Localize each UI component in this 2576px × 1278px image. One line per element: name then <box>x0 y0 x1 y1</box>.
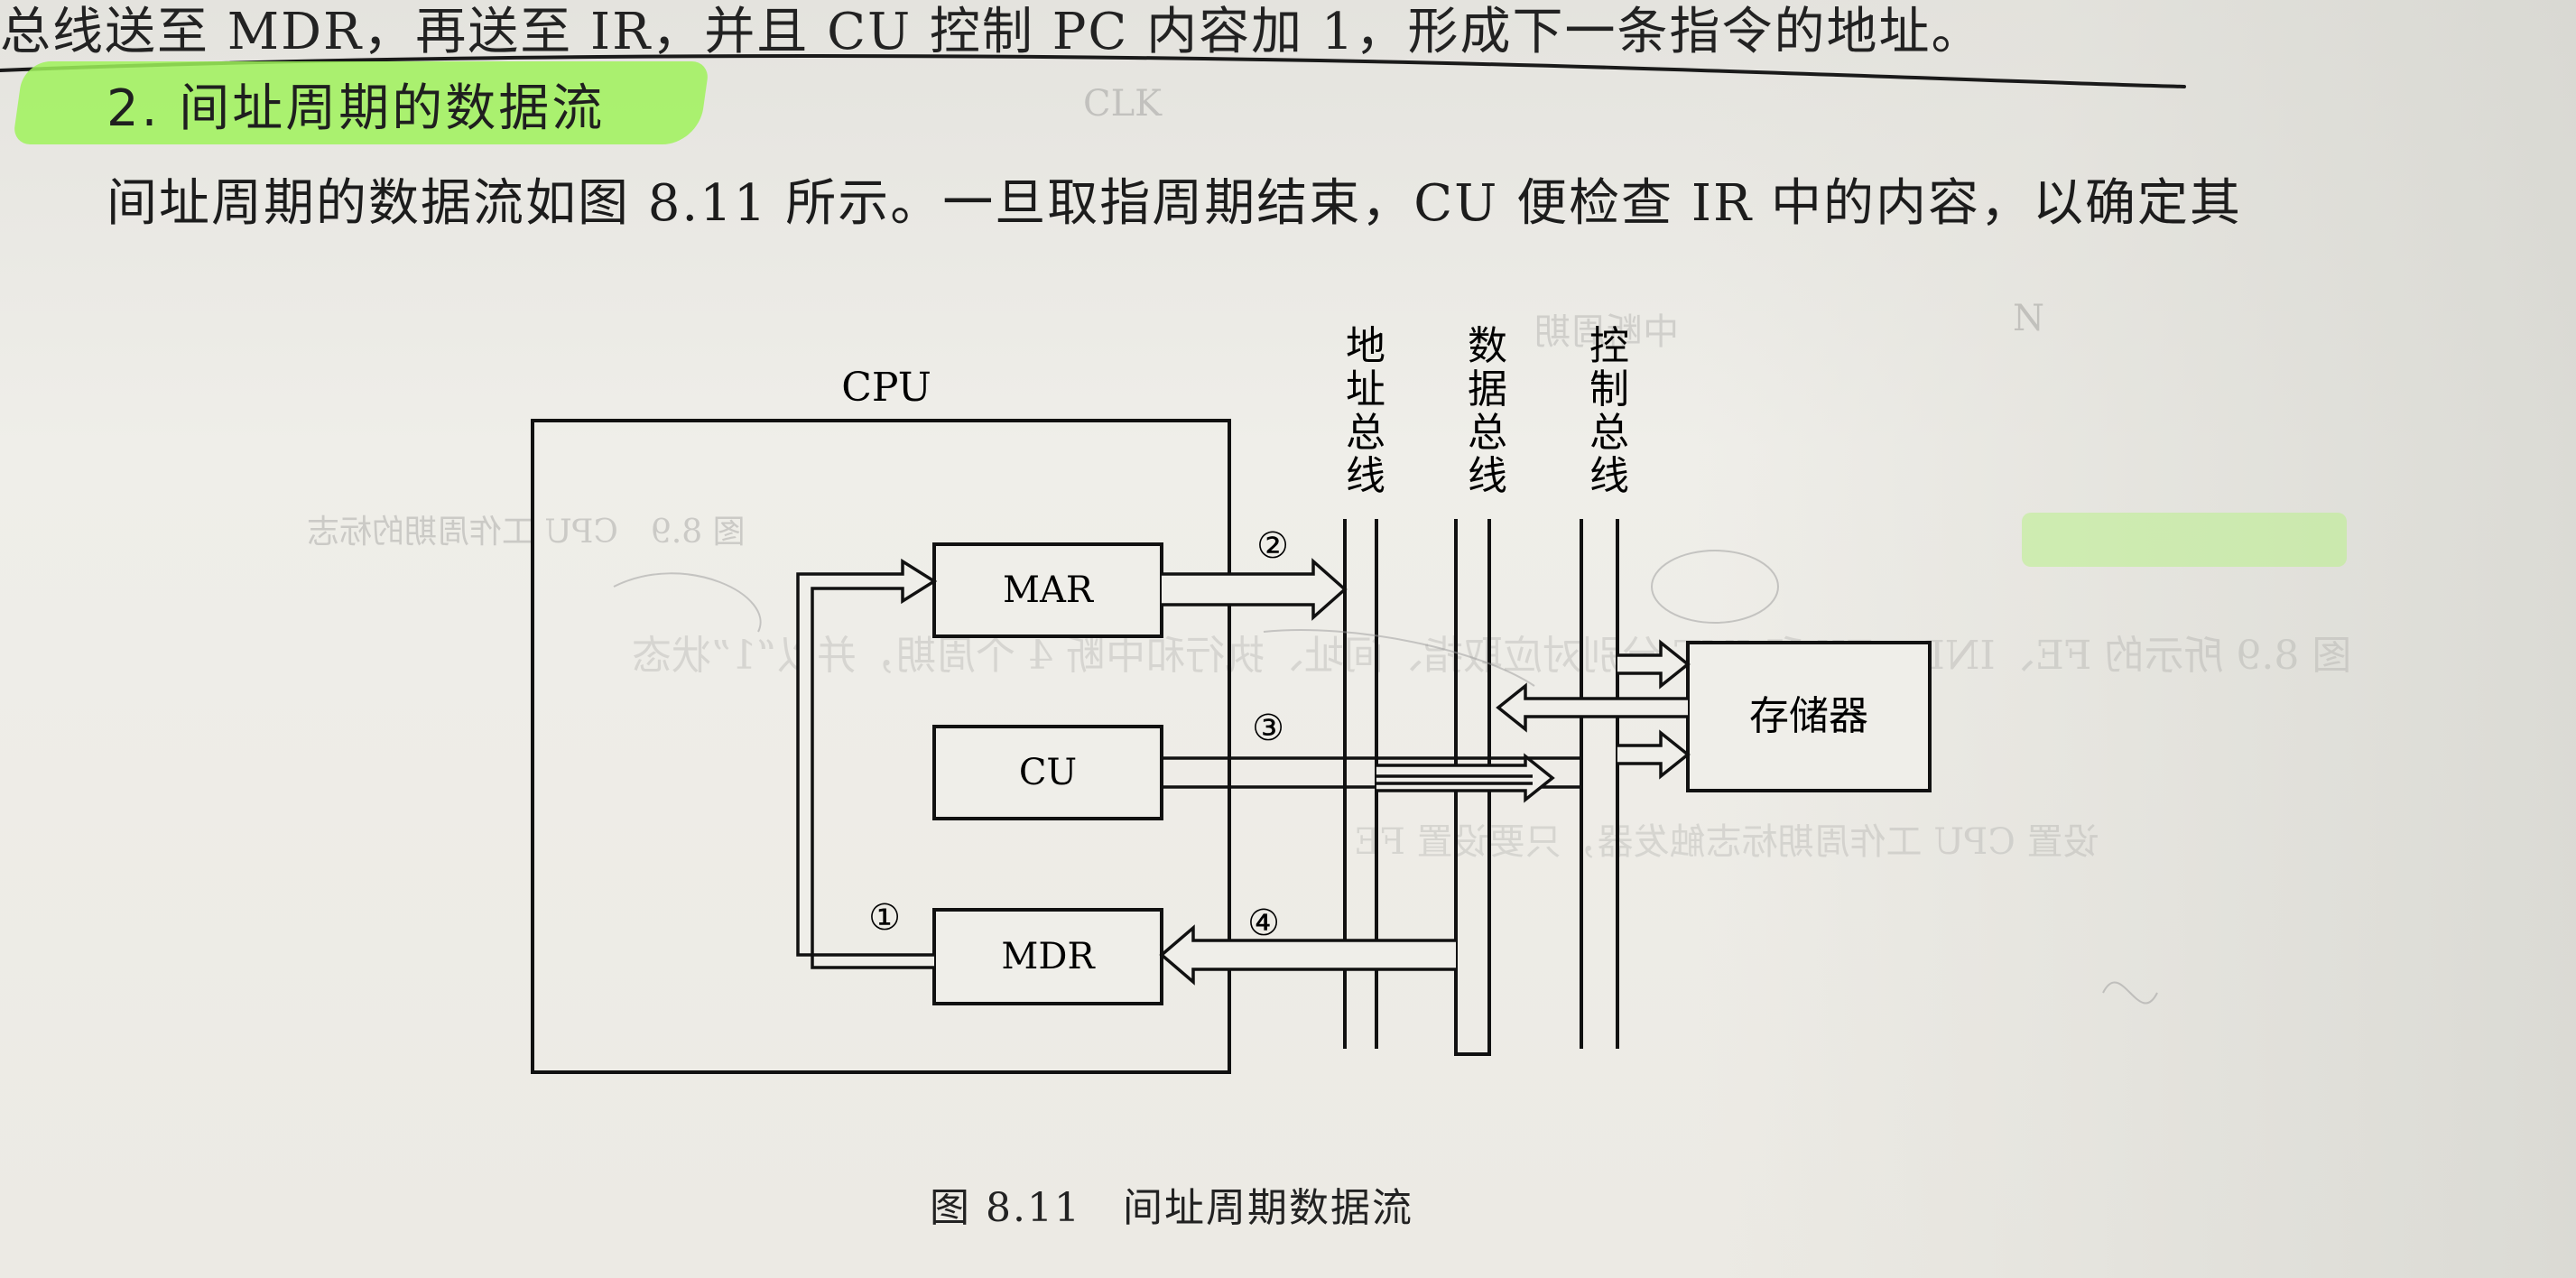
svg-text:线: 线 <box>1589 453 1629 499</box>
address-bus-label: 地 址 总 线 <box>1346 323 1385 499</box>
memory-box <box>1686 641 1932 792</box>
svg-text:总: 总 <box>1346 410 1385 456</box>
svg-text:址: 址 <box>1346 366 1385 412</box>
svg-text:制: 制 <box>1589 366 1629 412</box>
pencil-scribbles <box>613 550 2158 1005</box>
svg-text:控: 控 <box>1589 323 1629 369</box>
mdr-register <box>932 908 1163 1005</box>
bleed-through-n: N <box>2013 298 2044 339</box>
svg-text:线: 线 <box>1346 453 1385 499</box>
memory-label: 存储器 <box>1749 693 1868 739</box>
cpu-label: CPU <box>841 365 931 411</box>
section-heading: 2. 间址周期的数据流 <box>107 79 606 138</box>
step-3: ③ <box>1252 708 1284 749</box>
svg-text:地: 地 <box>1346 323 1385 369</box>
mdr-to-mar-arrow <box>796 558 938 969</box>
svg-text:线: 线 <box>1468 453 1507 499</box>
svg-text:总: 总 <box>1589 410 1629 456</box>
step-4: ④ <box>1247 903 1280 944</box>
mar-register <box>932 542 1163 638</box>
mar-label: MAR <box>1003 570 1095 611</box>
step-2: ② <box>1256 525 1289 567</box>
cu-register <box>932 725 1163 820</box>
bleed-through-highlight <box>2022 513 2347 567</box>
body-paragraph: 间址周期的数据流如图 8.11 所示。一旦取指周期结束，CU 便检查 IR 中的… <box>107 174 2243 233</box>
svg-text:据: 据 <box>1468 366 1507 412</box>
pen-underline <box>0 54 2186 88</box>
cu-to-control-bus-arrow <box>1162 753 1581 803</box>
control-bus-to-memory-arrows <box>1617 639 1691 780</box>
top-cutoff-text: 总线送至 MDR，再送至 IR，并且 CU 控制 PC 内容加 1，形成下一条指… <box>0 3 1984 61</box>
bleed-through-area <box>1697 0 2576 1278</box>
cpu-box <box>531 419 1231 1074</box>
cu-label: CU <box>1019 752 1077 793</box>
data-bus-label: 数 据 总 线 <box>1468 323 1507 499</box>
control-bus-label: 控 制 总 线 <box>1589 323 1629 499</box>
data-bus-to-mdr-arrow <box>1159 924 1456 986</box>
figure-caption: 图 8.11 间址周期数据流 <box>930 1185 1413 1231</box>
mdr-label: MDR <box>1001 936 1096 977</box>
mar-to-address-bus-arrow <box>1162 558 1348 621</box>
bleed-through-clk: CLK <box>1083 83 1163 125</box>
memory-to-data-bus-arrow <box>1496 682 1688 733</box>
step-1: ① <box>868 897 901 939</box>
svg-text:总: 总 <box>1468 410 1507 456</box>
svg-text:数: 数 <box>1468 323 1507 369</box>
